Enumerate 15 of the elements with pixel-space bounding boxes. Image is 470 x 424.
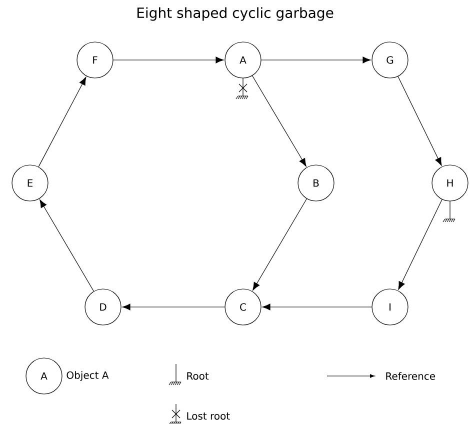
arrow: [38, 76, 86, 168]
arrow: [252, 75, 306, 167]
arrow: [262, 304, 372, 310]
arrow: [398, 199, 442, 290]
legend-text: Lost root: [187, 412, 230, 420]
arrow: [40, 200, 94, 292]
arrow: [261, 56, 371, 64]
arrow: [113, 56, 224, 64]
legend-text: Root: [187, 372, 209, 380]
arrow: [122, 304, 225, 310]
legend-text: Reference: [386, 372, 436, 380]
title: Eight shaped cyclic garbage: [137, 7, 334, 21]
legend-text: Object A: [66, 371, 109, 381]
arrow: [252, 198, 308, 290]
arrow: [398, 76, 442, 166]
